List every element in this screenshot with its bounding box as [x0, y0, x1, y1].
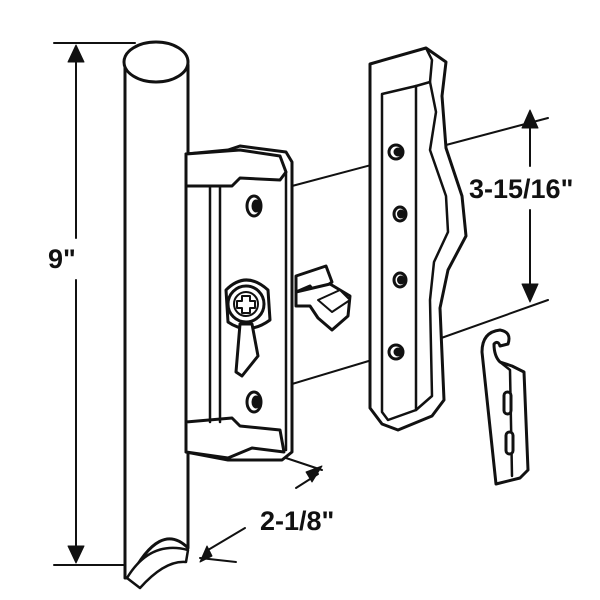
latch-hook: [294, 264, 352, 332]
lock-cylinder: [224, 278, 272, 330]
pull-handle: [122, 40, 190, 590]
inside-handle: [368, 46, 468, 432]
keeper-bracket: [480, 328, 530, 486]
inside-handle-screw-4: [387, 343, 405, 361]
width-label: 2-1/8": [260, 506, 335, 536]
screw-hole-top: [245, 194, 263, 218]
inside-handle-screw-2: [392, 205, 408, 223]
screw-hole-bottom: [245, 390, 263, 414]
spacing-dimension: [521, 109, 539, 303]
height-dimension: [53, 42, 151, 566]
width-dimension: [199, 457, 323, 563]
height-label: 9": [48, 244, 76, 274]
lock-lever: [234, 322, 260, 378]
inside-handle-screw-1: [387, 143, 405, 161]
inside-handle-screw-3: [392, 271, 408, 289]
hole-spacing-label: 3-15/16": [469, 174, 574, 204]
